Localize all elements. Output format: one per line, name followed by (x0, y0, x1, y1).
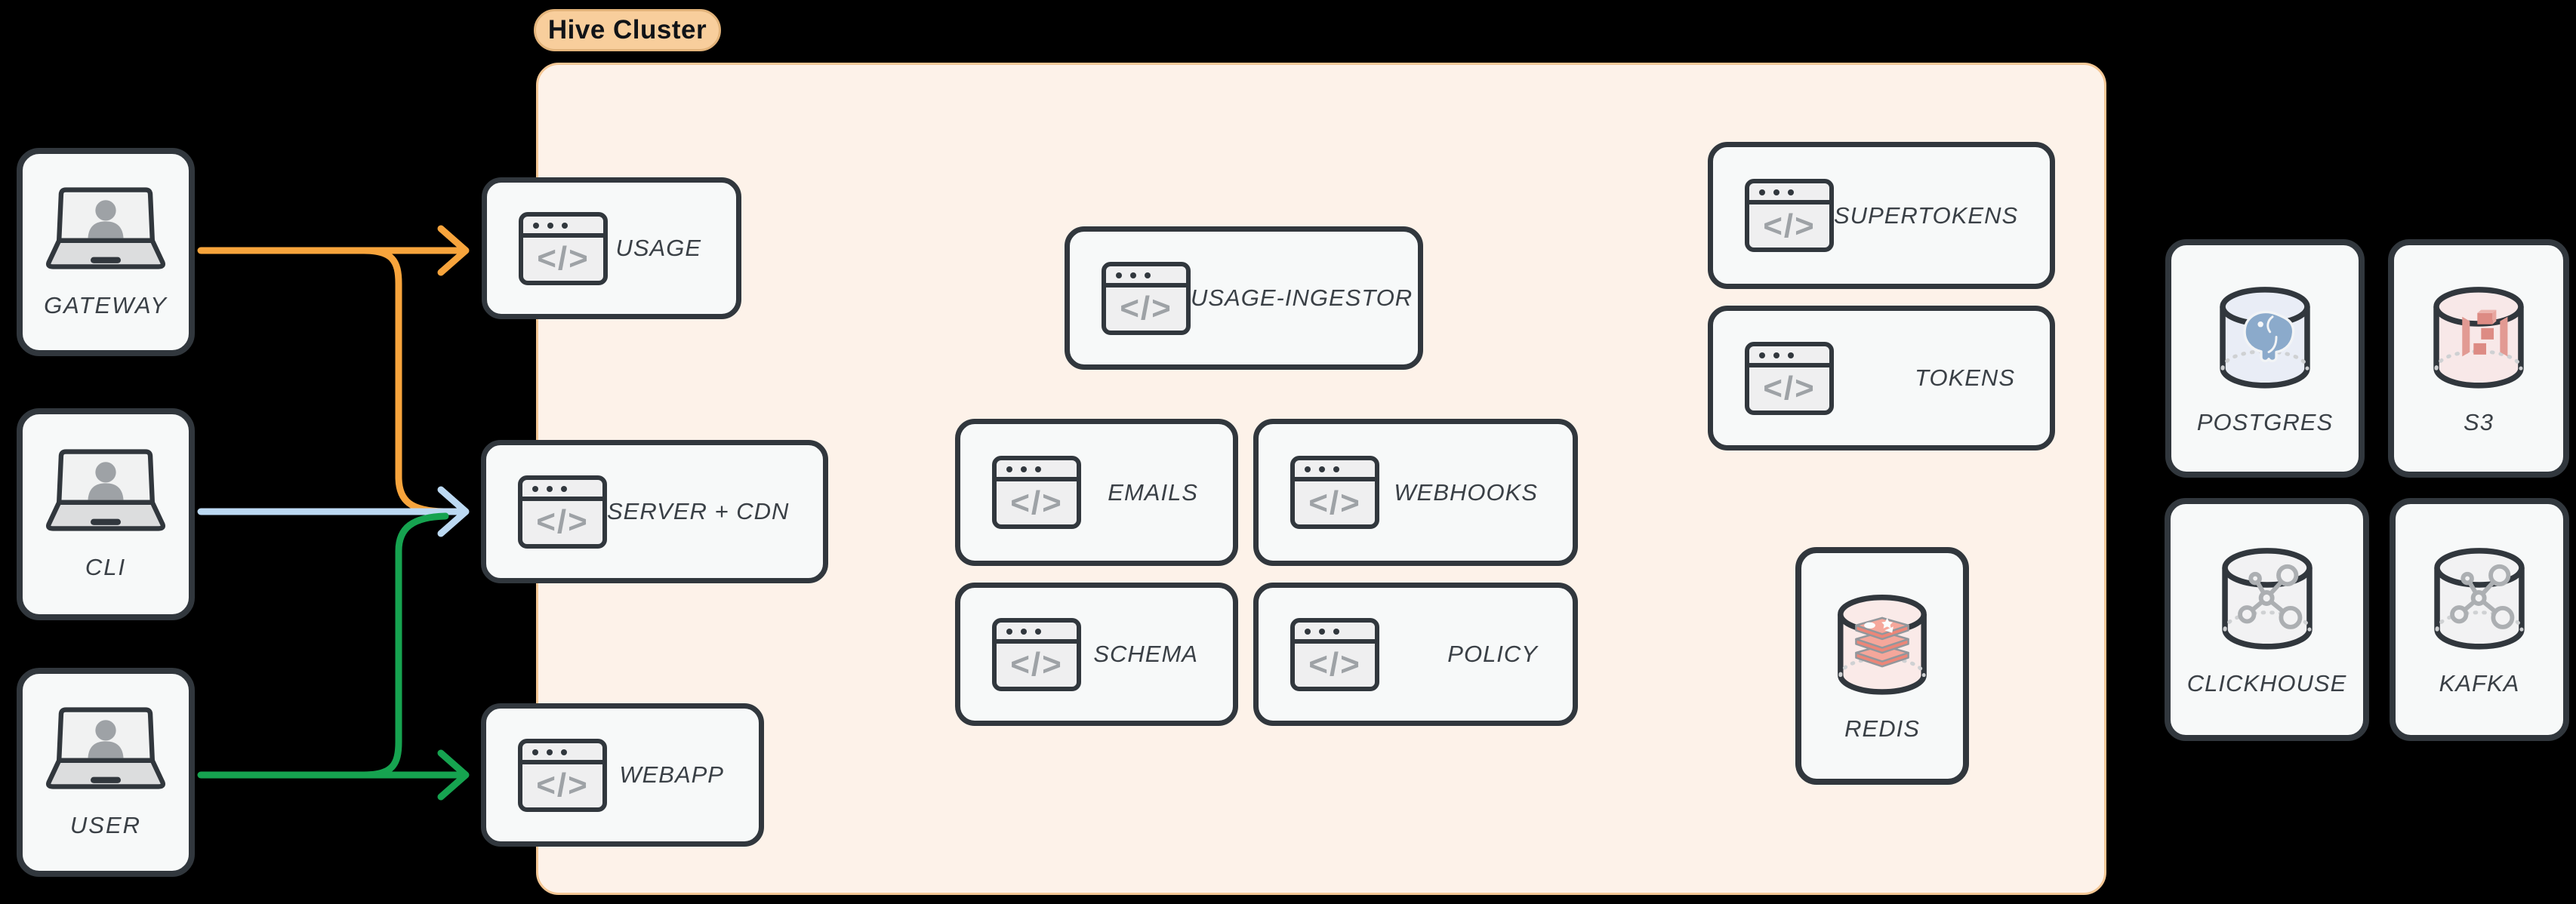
arrow-user-servercdn (360, 512, 449, 779)
usage-label: USAGE (615, 235, 701, 261)
tokens-label: TOKENS (1915, 364, 2015, 391)
molecule-logo (2237, 564, 2302, 629)
postgres-label: POSTGRES (2196, 408, 2334, 435)
kafka-label: KAFKA (2439, 669, 2520, 696)
node-server-cdn: </> SERVER + CDN (481, 440, 828, 583)
webapp-label: WEBAPP (619, 761, 724, 788)
gateway-label: GATEWAY (44, 291, 168, 318)
node-s3: S3 (2388, 239, 2569, 478)
node-webhooks: </> WEBHOOKS (1253, 419, 1578, 566)
database-cylinder-icon (2221, 547, 2313, 650)
code-window-icon: </> (1745, 179, 1834, 252)
code-window-icon: </> (1290, 617, 1379, 691)
arrowhead-user-webapp (437, 749, 470, 801)
node-emails: </> EMAILS (955, 419, 1238, 566)
s3-logo (2462, 309, 2508, 356)
laptop-user-icon (46, 186, 165, 269)
database-cylinder-icon (2433, 286, 2524, 389)
laptop-user-icon (46, 707, 165, 789)
s3-label: S3 (2464, 408, 2494, 435)
node-gateway: GATEWAY (17, 148, 195, 356)
usage-ingestor-label: USAGE-INGESTOR (1191, 284, 1413, 311)
database-cylinder-icon (1838, 595, 1927, 695)
node-supertokens: </> SUPERTOKENS (1708, 142, 2055, 289)
user-label: USER (69, 812, 142, 838)
policy-label: POLICY (1447, 641, 1538, 667)
code-window-icon: </> (992, 456, 1081, 529)
node-tokens: </> TOKENS (1708, 306, 2055, 450)
node-cli: CLI (17, 408, 195, 620)
code-window-icon: </> (992, 617, 1081, 691)
molecule-logo (2450, 564, 2515, 629)
arrowhead-cli-servercdn (437, 486, 470, 537)
database-cylinder-icon (2220, 286, 2310, 389)
arrowhead-gateway-usage (437, 225, 470, 276)
node-clickhouse: CLICKHOUSE (2165, 498, 2369, 741)
supertokens-label: SUPERTOKENS (1834, 201, 2019, 229)
laptop-user-icon (46, 449, 165, 531)
node-usage: </> USAGE (482, 177, 741, 319)
node-redis: REDIS (1795, 547, 1969, 785)
webhooks-label: WEBHOOKS (1394, 478, 1538, 506)
cli-label: CLI (85, 554, 127, 580)
node-user: USER (17, 668, 195, 877)
code-window-icon: </> (518, 738, 607, 812)
emails-label: EMAILS (1108, 478, 1198, 506)
code-window-icon: </> (1745, 341, 1834, 415)
schema-label: SCHEMA (1093, 641, 1198, 667)
code-window-icon: </> (1102, 261, 1191, 335)
node-webapp: </> WEBAPP (481, 703, 764, 847)
node-policy: </> POLICY (1253, 583, 1578, 726)
node-kafka: KAFKA (2390, 498, 2569, 741)
node-usage-ingestor: </> USAGE-INGESTOR (1065, 226, 1423, 370)
redis-logo (1855, 617, 1909, 668)
code-window-icon: </> (1290, 456, 1379, 529)
hive-cluster-label: Hive Cluster (534, 9, 721, 51)
server-cdn-label: SERVER + CDN (607, 498, 790, 524)
redis-label: REDIS (1844, 715, 1920, 742)
clickhouse-label: CLICKHOUSE (2186, 669, 2347, 696)
code-window-icon: </> (519, 211, 608, 285)
code-window-icon: </> (518, 475, 607, 549)
arrow-gateway-servercdn (360, 247, 448, 515)
database-cylinder-icon (2434, 547, 2525, 650)
node-schema: </> SCHEMA (955, 583, 1238, 726)
node-postgres: POSTGRES (2165, 239, 2365, 478)
postgres-logo (2243, 310, 2295, 362)
